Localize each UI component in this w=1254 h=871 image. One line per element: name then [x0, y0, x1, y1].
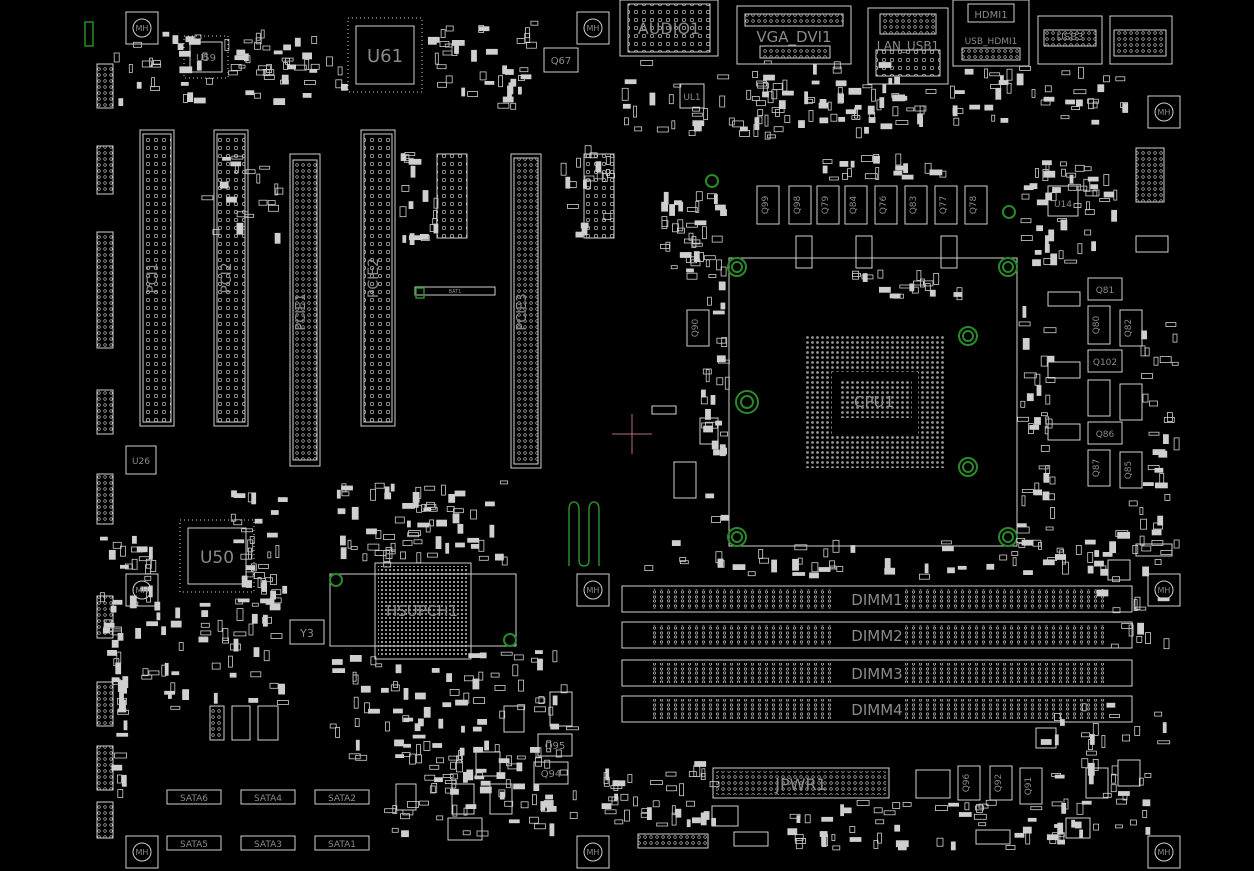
label-q81: Q81 — [1096, 286, 1115, 296]
label-q95: Q95 — [545, 741, 566, 752]
label-pcie1: PCIE1 — [294, 293, 309, 330]
label-mh-4: MH — [136, 586, 149, 595]
label-y3: Y3 — [299, 627, 314, 640]
label-u50: U50 — [200, 548, 234, 568]
label-vrm-q-7: Q78 — [969, 195, 979, 214]
label-q87: Q87 — [1092, 459, 1102, 478]
rear-io-usb3[interactable] — [1037, 15, 1173, 65]
label-q92: Q92 — [994, 774, 1004, 793]
green-vias — [84, 21, 1018, 647]
slot-pcie3[interactable] — [510, 153, 542, 469]
sata-ports[interactable] — [166, 789, 370, 851]
label-pci1: PCI1 — [145, 262, 161, 293]
label-q80: Q80 — [1092, 315, 1102, 334]
label-q67: Q67 — [551, 56, 572, 67]
dimm-slot-4[interactable] — [621, 695, 1133, 723]
label-dimm1: DIMM1 — [851, 591, 902, 609]
mounting-holes — [125, 11, 1181, 869]
label-sata1: SATA1 — [328, 840, 356, 850]
crosshair-cursor — [612, 414, 652, 454]
label-mh-1: MH — [136, 24, 149, 33]
rear-io-lan-usb[interactable] — [867, 7, 949, 85]
label-jpwr1: JPWR1 — [774, 775, 826, 794]
power-connector-jpwr1[interactable] — [712, 767, 890, 799]
rear-io-vga-dvi[interactable] — [736, 5, 852, 65]
label-q102: Q102 — [1093, 358, 1117, 368]
label-q90: Q90 — [691, 318, 701, 337]
label-vrm-q-5: Q83 — [909, 196, 919, 215]
label-vrm-q-0: Q99 — [761, 195, 771, 214]
label-mh-6: MH — [1158, 586, 1171, 595]
label-pch: HSUPCH1 — [386, 602, 458, 620]
label-vrm-q-2: Q79 — [821, 195, 831, 214]
label-lan-usb: LAN_USB1 — [877, 39, 939, 53]
smd-components — [100, 20, 1180, 851]
label-hdmi: HDMI1 — [974, 10, 1007, 21]
label-u26: U26 — [132, 457, 150, 467]
label-q85: Q85 — [1124, 461, 1134, 480]
label-mh-7: MH — [136, 848, 149, 857]
label-q94: Q94 — [541, 769, 562, 780]
battery-holder[interactable] — [414, 286, 496, 296]
label-q91: Q91 — [1024, 777, 1034, 796]
label-u59: U59 — [196, 53, 216, 64]
label-mh-5: MH — [587, 586, 600, 595]
chipset-pch[interactable] — [329, 562, 517, 660]
ic-u26[interactable] — [125, 445, 157, 475]
dimm-slot-1[interactable] — [621, 585, 1133, 613]
cpu-socket[interactable] — [728, 257, 1018, 547]
label-dimm3: DIMM3 — [851, 665, 902, 683]
label-u61: U61 — [367, 46, 403, 67]
crystal-y3[interactable] — [289, 619, 325, 645]
dimm-slot-3[interactable] — [621, 659, 1133, 687]
label-mh-3: MH — [1158, 108, 1171, 117]
ic-u61[interactable] — [347, 17, 423, 93]
label-mh-8: MH — [587, 848, 600, 857]
label-u14: U14 — [1054, 200, 1072, 210]
label-sata4: SATA4 — [254, 794, 282, 804]
label-mh-9: MH — [1158, 848, 1171, 857]
ic-u59[interactable] — [183, 35, 229, 79]
rear-io-audio[interactable] — [619, 0, 719, 57]
slot-pcie2[interactable] — [360, 129, 396, 427]
label-sata3: SATA3 — [254, 840, 282, 850]
label-audio: AUDIO1 — [638, 19, 700, 38]
label-usb-hdmi: USB_HDMI1 — [965, 37, 1018, 47]
label-bat1: BAT1 — [449, 289, 462, 295]
label-vrm-q-1: Q98 — [793, 195, 803, 214]
label-vrm-q-4: Q76 — [879, 195, 889, 214]
label-q82: Q82 — [1124, 319, 1134, 338]
label-pcie3: PCIE3 — [515, 293, 530, 330]
label-ul1: UL1 — [683, 93, 700, 103]
dimm-slot-2[interactable] — [621, 621, 1133, 649]
ic-u50[interactable] — [179, 519, 255, 593]
label-sata5: SATA5 — [180, 840, 208, 850]
label-dimm4: DIMM4 — [851, 701, 902, 719]
label-vrm-q-3: Q84 — [849, 195, 859, 214]
rear-io-usb-hdmi[interactable] — [952, 0, 1030, 67]
label-vga-dvi: VGA_DVI1 — [756, 28, 831, 47]
slot-pcie1[interactable] — [289, 153, 321, 467]
label-vrm-q-6: Q77 — [939, 196, 949, 215]
slot-pci1[interactable] — [139, 129, 175, 427]
label-q86: Q86 — [1096, 430, 1115, 440]
label-pci2: PCI2 — [219, 262, 235, 293]
label-q96: Q96 — [962, 773, 972, 792]
label-pcie2: PCIE2 — [366, 258, 382, 298]
label-dimm2: DIMM2 — [851, 627, 902, 645]
label-cpu: CPU1 — [854, 393, 894, 411]
label-sata2: SATA2 — [328, 794, 356, 804]
label-usb3: USB3 — [1057, 32, 1084, 43]
vrm-mosfets — [756, 185, 988, 269]
label-sata6: SATA6 — [180, 794, 208, 804]
label-mh-2: MH — [587, 24, 600, 33]
